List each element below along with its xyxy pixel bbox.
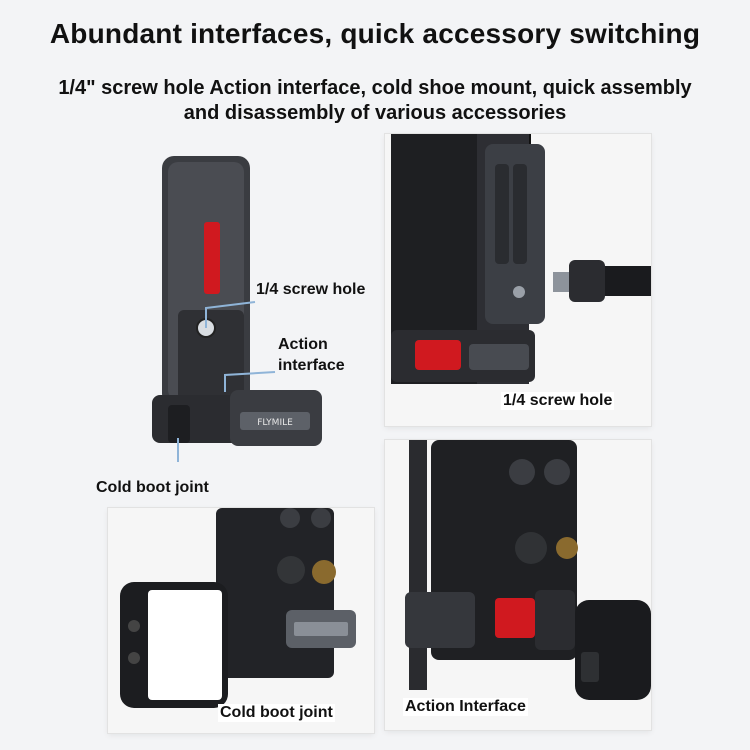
label-action-line2: interface [278, 357, 345, 374]
brand-mark: FLYMILE [257, 418, 293, 428]
label-screw-hole: 1/4 screw hole [256, 281, 366, 298]
photo-cold-boot [108, 508, 374, 733]
caption-bottom-right: Action Interface [403, 698, 528, 716]
photo-action-interface [385, 440, 651, 730]
main-product-illustration: FLYMILE [140, 150, 380, 480]
caption-bottom-left: Cold boot joint [218, 704, 335, 722]
panel-bottom-left: Cold boot joint [108, 508, 374, 733]
cage-illustration: FLYMILE [152, 156, 322, 462]
page-subtitle: 1/4" screw hole Action interface, cold s… [58, 77, 692, 124]
page-title: Abundant interfaces, quick accessory swi… [49, 18, 701, 49]
photo-screw-hole [385, 134, 651, 426]
panel-top-right: 1/4 screw hole [385, 134, 651, 426]
label-cold-boot: Cold boot joint [96, 479, 209, 496]
red-latch [204, 222, 220, 294]
label-action-line1: Action [278, 336, 328, 353]
panel-bottom-right: Action Interface [385, 440, 651, 730]
caption-top-right: 1/4 screw hole [501, 392, 615, 410]
